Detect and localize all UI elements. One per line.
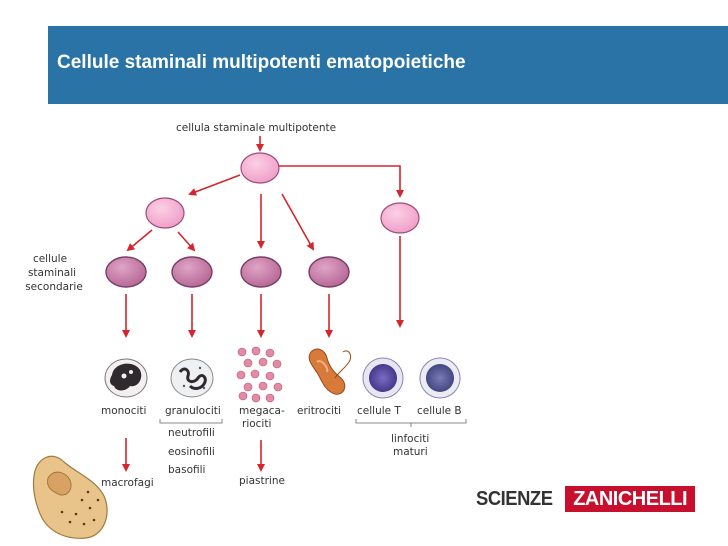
label-macrofagi: macrofagi [101,477,154,489]
secondary-stem-cell [240,256,282,288]
linfociti-bracket [355,419,467,427]
publisher-logo: SCIENZE ZANICHELLI [476,486,696,512]
erythrocyte-cell [308,348,352,395]
arrow-root-to-eritro [281,193,314,251]
granulocyte-bracket [159,419,223,424]
myeloid-progenitor-cell [145,197,185,229]
granulocyte-cell [170,358,214,398]
logo-scienze: SCIENZE [476,488,553,510]
label-monociti: monociti [101,405,146,417]
label-cellule-t: cellule T [357,405,401,417]
secondary-label-line3: secondarie [25,281,83,293]
secondary-label-line1: cellule [33,253,67,265]
lymphoid-progenitor-cell [380,202,420,234]
arrow-myeloid-to-mono [126,229,153,252]
monocyte-cell [104,358,148,398]
label-eosinofili: eosinofili [168,446,215,458]
label-megacariociti-2: riociti [242,418,271,430]
t-cell [362,357,404,399]
label-piastrine: piastrine [239,475,285,487]
label-linfociti: linfociti [391,433,429,445]
secondary-stem-cell [105,256,147,288]
megakaryocyte-cluster [236,346,283,403]
macrophage-cell [32,455,108,539]
multipotent-stem-cell [240,152,280,184]
title-bar: Cellule staminali multipotenti ematopoie… [48,26,728,104]
root-label: cellula staminale multipotente [176,122,336,134]
arrow-root-to-left [188,174,241,196]
secondary-stem-cell [308,256,350,288]
label-basofili: basofili [168,464,205,476]
secondary-stem-cell [171,256,213,288]
b-cell [419,357,461,399]
label-neutrofili: neutrofili [168,427,215,439]
arrow-root-to-lymphoid [279,165,404,198]
label-cellule-b: cellule B [417,405,462,417]
label-granulociti: granulociti [165,405,221,417]
label-maturi: maturi [393,446,428,458]
secondary-label-line2: staminali [28,267,76,279]
arrows [122,136,404,472]
slide-title: Cellule staminali multipotenti ematopoie… [57,52,466,73]
logo-zanichelli: ZANICHELLI [565,486,696,512]
arrow-myeloid-to-gran [177,231,196,252]
label-megacariociti-1: megaca- [239,405,285,417]
label-eritrociti: eritrociti [297,405,341,417]
